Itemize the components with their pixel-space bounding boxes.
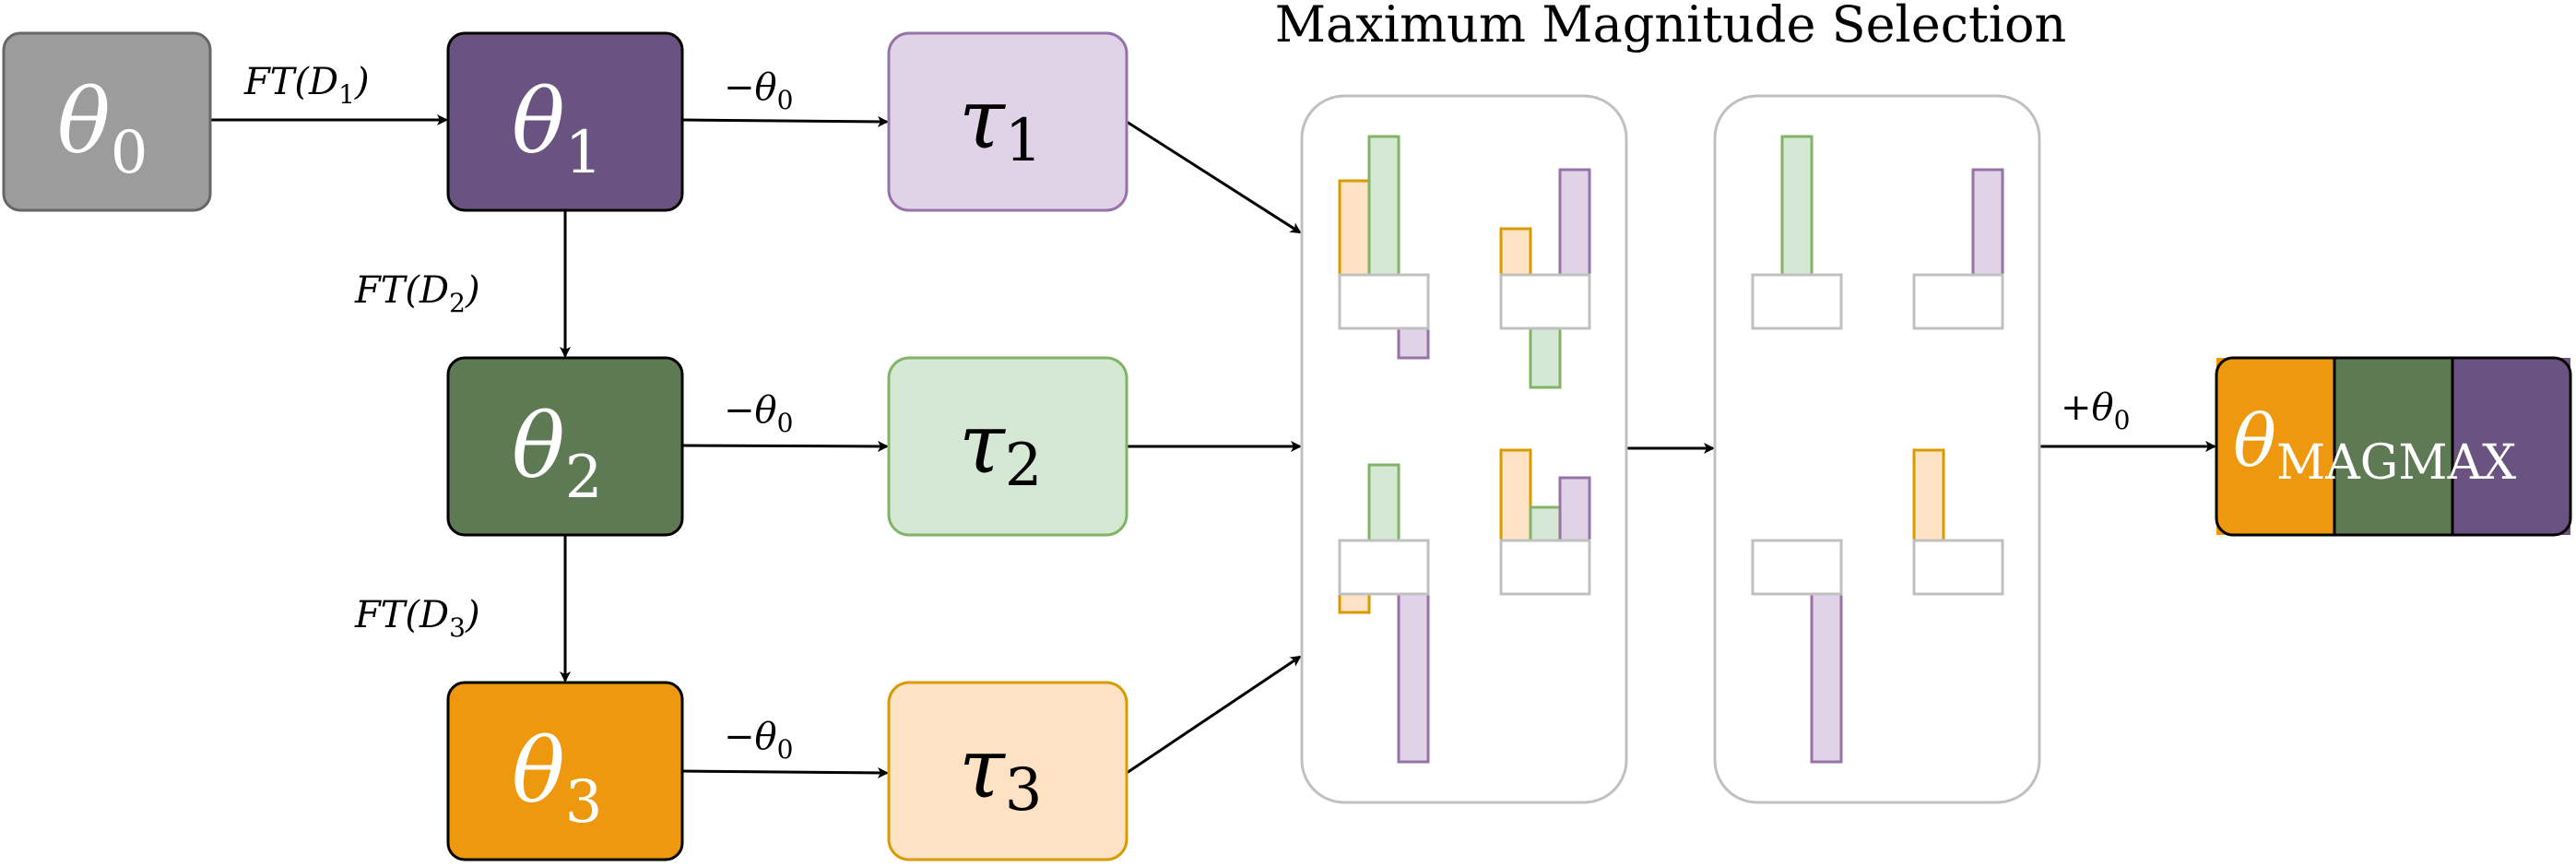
edge-label-ft2: FT(D2) [354, 269, 480, 318]
bar-orange [1338, 179, 1371, 277]
edges [210, 114, 2216, 778]
bar-green [1367, 463, 1400, 542]
selected-group-2 [1912, 168, 2004, 330]
bar-purple [1558, 476, 1591, 542]
arrow-theta2-tau2 [681, 440, 889, 452]
diagram-title: Maximum Magnitude Selection [1275, 0, 2067, 53]
param-group-2 [1499, 168, 1591, 389]
bar-purple [1397, 592, 1430, 764]
edge-label-minus-theta0-3: −θ0 [724, 716, 793, 765]
bar-green [1367, 135, 1400, 277]
zero-box [1499, 273, 1591, 330]
node-theta-magmax: θMAGMAX [2215, 356, 2572, 537]
selected-group-3 [1751, 539, 1843, 764]
selected-group-1 [1751, 135, 1843, 330]
bar-orange [1338, 592, 1371, 614]
svg-text:τ3: τ3 [959, 720, 1043, 825]
param-group-4 [1499, 448, 1591, 596]
bar-orange [1912, 448, 1945, 542]
arrow-theta1-tau1 [681, 115, 889, 127]
bar-green [1780, 135, 1814, 277]
zero-box [1751, 539, 1843, 596]
arrow-theta3-tau3 [681, 766, 889, 778]
bar-green [1529, 327, 1562, 389]
selection-panel-output [1713, 94, 2041, 804]
svg-text:θ2: θ2 [512, 395, 603, 512]
edge-label-plus-theta0: +θ0 [2061, 386, 2130, 435]
svg-text:τ2: τ2 [959, 396, 1043, 500]
node-tau3: τ3 [887, 681, 1128, 861]
zero-box [1912, 539, 2004, 596]
edge-label-minus-theta0-1: −θ0 [724, 66, 793, 115]
node-theta1: θ1 [446, 31, 684, 212]
node-tau1: τ1 [887, 31, 1128, 212]
zero-box [1499, 539, 1591, 596]
bar-purple [1971, 168, 2004, 277]
selected-group-4 [1912, 448, 2004, 596]
svg-text:τ1: τ1 [959, 71, 1043, 175]
bar-green [1529, 505, 1562, 542]
bar-purple [1558, 168, 1591, 277]
edge-label-ft1: FT(D1) [243, 61, 370, 110]
bar-orange [1499, 448, 1532, 542]
node-tau2: τ2 [887, 356, 1128, 537]
param-group-1 [1338, 135, 1430, 360]
node-theta3: θ3 [446, 681, 684, 861]
param-group-3 [1338, 463, 1430, 764]
svg-text:θ0: θ0 [57, 70, 148, 187]
arrow-tau3-panel [1126, 655, 1302, 775]
selection-panel-input [1300, 94, 1628, 804]
svg-text:θ1: θ1 [512, 70, 603, 187]
bar-purple [1397, 327, 1430, 360]
svg-text:θMAGMAX: θMAGMAX [2233, 400, 2516, 491]
zero-box [1338, 273, 1430, 330]
edge-label-minus-theta0-2: −θ0 [724, 389, 793, 438]
bar-purple [1810, 592, 1843, 764]
node-theta0: θ0 [2, 31, 212, 212]
node-theta2: θ2 [446, 356, 684, 537]
svg-text:θ3: θ3 [512, 719, 603, 837]
zero-box [1751, 273, 1843, 330]
zero-box [1338, 539, 1430, 596]
arrow-tau1-panel [1126, 120, 1302, 234]
edge-label-ft3: FT(D3) [354, 594, 480, 643]
zero-box [1912, 273, 2004, 330]
bar-orange [1499, 227, 1532, 277]
